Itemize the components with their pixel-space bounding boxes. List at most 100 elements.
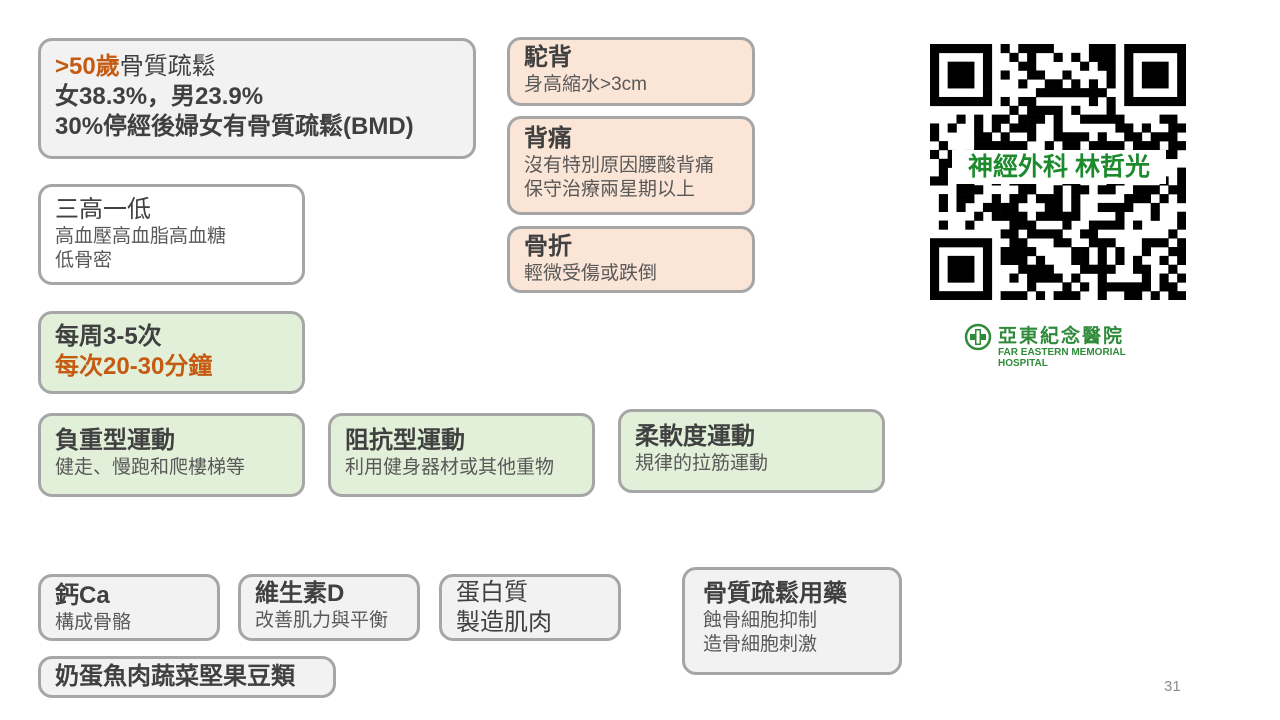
- qr-module: [1080, 61, 1090, 71]
- qr-module: [965, 79, 975, 89]
- nutrient-desc: 製造肌肉: [456, 609, 552, 636]
- qr-module: [1018, 44, 1028, 54]
- qr-module: [1088, 264, 1099, 274]
- qr-module: [1071, 132, 1081, 142]
- qr-module: [1027, 220, 1037, 230]
- qr-module: [938, 194, 948, 204]
- qr-module: [930, 291, 940, 301]
- qr-module: [1000, 229, 1010, 239]
- qr-module: [956, 96, 966, 107]
- qr-module: [1159, 194, 1169, 204]
- qr-module: [1106, 105, 1116, 115]
- qr-module: [1053, 79, 1063, 89]
- qr-module: [956, 44, 966, 54]
- qr-module: [1106, 52, 1116, 62]
- qr-module: [1115, 282, 1125, 292]
- qr-module: [1035, 105, 1046, 115]
- qr-module: [1080, 185, 1090, 195]
- qr-module: [930, 273, 940, 283]
- qr-module: [991, 211, 1001, 221]
- qr-module: [956, 114, 966, 124]
- qr-module: [1062, 211, 1072, 221]
- qr-module: [1027, 273, 1037, 283]
- qr-module: [1018, 255, 1028, 265]
- qr-module: [947, 44, 957, 54]
- qr-module: [1115, 123, 1125, 133]
- qr-module: [974, 211, 984, 221]
- hospital-emblem-icon: [964, 323, 992, 351]
- qr-module: [930, 52, 940, 62]
- qr-module: [1053, 202, 1063, 213]
- qr-module: [974, 96, 984, 107]
- qr-module: [930, 264, 940, 274]
- stats-line-1: >50歲骨質疏鬆: [55, 53, 216, 80]
- qr-module: [1124, 88, 1134, 98]
- qr-module: [1035, 70, 1046, 80]
- qr-module: [930, 79, 940, 89]
- qr-module: [1115, 220, 1125, 230]
- qr-module: [1044, 79, 1054, 89]
- qr-module: [1018, 114, 1028, 124]
- qr-module: [947, 96, 957, 107]
- symptom-back-pain: 背痛 沒有特別原因腰酸背痛 保守治療兩星期以上: [507, 116, 755, 215]
- qr-module: [1062, 282, 1072, 292]
- qr-module: [1027, 61, 1037, 71]
- qr-module: [982, 96, 993, 107]
- qr-module: [1177, 79, 1187, 89]
- qr-module: [956, 238, 966, 248]
- qr-module: [1177, 123, 1187, 133]
- symptom-desc: 輕微受傷或跌倒: [524, 263, 658, 284]
- qr-module: [1168, 141, 1178, 151]
- qr-module: [1062, 132, 1072, 142]
- qr-module: [982, 70, 993, 80]
- qr-module: [1088, 220, 1099, 230]
- qr-module: [1080, 132, 1090, 142]
- qr-module: [1115, 211, 1125, 221]
- qr-module: [1097, 273, 1107, 283]
- qr-module: [974, 185, 984, 195]
- qr-module: [1044, 202, 1054, 213]
- qr-module: [1150, 141, 1160, 151]
- qr-module: [1177, 255, 1187, 265]
- symptom-title: 背痛: [524, 125, 572, 152]
- qr-module: [991, 141, 1001, 151]
- qr-module: [1080, 88, 1090, 98]
- qr-module: [1088, 229, 1099, 239]
- nutrient-desc: 構成骨骼: [55, 612, 132, 633]
- nutrient-title: 蛋白質: [456, 579, 528, 606]
- qr-module: [1133, 132, 1143, 142]
- qr-module: [1009, 273, 1019, 283]
- qr-module: [947, 238, 957, 248]
- symptom-kyphosis: 駝背 身高縮水>3cm: [507, 37, 755, 106]
- qr-module: [1115, 141, 1125, 151]
- qr-module: [1097, 185, 1107, 195]
- qr-module: [1000, 132, 1010, 142]
- qr-module: [974, 44, 984, 54]
- qr-module: [938, 167, 948, 177]
- qr-module: [938, 238, 948, 248]
- qr-module: [1124, 194, 1134, 204]
- qr-module: [1071, 211, 1081, 221]
- qr-module: [1053, 52, 1063, 62]
- qr-module: [1088, 44, 1099, 54]
- qr-module: [965, 220, 975, 230]
- qr-module: [1053, 114, 1063, 124]
- three-high-box: 三高一低 高血壓高血脂高血糖 低骨密: [38, 184, 305, 285]
- qr-module: [956, 273, 966, 283]
- qr-module: [956, 194, 966, 204]
- qr-module: [930, 88, 940, 98]
- qr-module: [1133, 264, 1143, 274]
- qr-module: [947, 61, 957, 71]
- qr-module: [1080, 255, 1090, 265]
- qr-module: [1106, 238, 1116, 248]
- nutrient-protein: 蛋白質 製造肌肉: [439, 574, 621, 641]
- qr-module: [930, 282, 940, 292]
- qr-module: [1018, 79, 1028, 89]
- qr-module: [956, 264, 966, 274]
- three-high-desc-2: 低骨密: [55, 249, 113, 271]
- qr-module: [1141, 273, 1151, 283]
- qr-module: [1133, 44, 1143, 54]
- qr-module: [930, 123, 940, 133]
- qr-module: [1177, 238, 1187, 248]
- qr-module: [1062, 141, 1072, 151]
